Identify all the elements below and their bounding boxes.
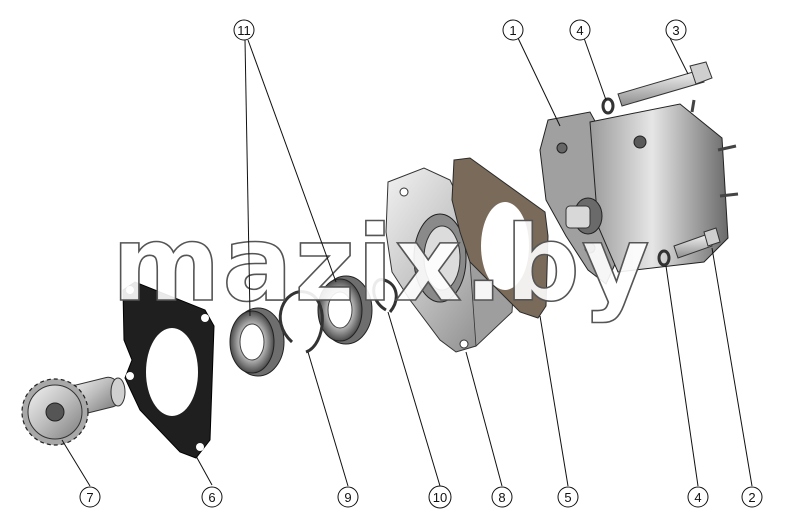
svg-text:11: 11 xyxy=(237,23,251,38)
callout-8: 8 xyxy=(491,486,513,508)
callout-9: 9 xyxy=(337,486,359,508)
callout-2: 2 xyxy=(741,486,763,508)
callout-6: 6 xyxy=(201,486,223,508)
circlip-part-10 xyxy=(372,278,398,313)
callout-3: 3 xyxy=(665,19,687,41)
callout-11: 11 xyxy=(233,19,255,41)
callout-10: 10 xyxy=(428,485,452,509)
svg-text:8: 8 xyxy=(498,490,505,505)
gasket-part-5 xyxy=(451,157,549,319)
svg-text:1: 1 xyxy=(509,23,516,38)
bolt-part-2 xyxy=(673,227,721,259)
svg-text:2: 2 xyxy=(748,490,755,505)
svg-text:9: 9 xyxy=(344,490,351,505)
svg-text:10: 10 xyxy=(433,490,447,505)
leader-lines xyxy=(61,37,753,487)
svg-text:4: 4 xyxy=(694,490,701,505)
callout-7: 7 xyxy=(79,486,101,508)
bolt-part-3 xyxy=(617,61,713,107)
callout-1: 1 xyxy=(502,19,524,41)
callout-5: 5 xyxy=(557,486,579,508)
svg-text:5: 5 xyxy=(564,490,571,505)
svg-text:3: 3 xyxy=(672,23,679,38)
gasket-part-6 xyxy=(122,281,215,459)
svg-text:7: 7 xyxy=(86,490,93,505)
pump-body-part-1 xyxy=(539,99,739,285)
bearing-part-11-right xyxy=(317,275,373,345)
washer-part-4-bottom xyxy=(657,249,671,267)
svg-text:4: 4 xyxy=(576,23,583,38)
bearing-part-11-left xyxy=(229,307,285,377)
gear-shaft-part-7 xyxy=(21,376,126,446)
circlip-part-9 xyxy=(278,290,324,354)
watermark-text: mazix.by xyxy=(112,203,652,325)
svg-text:6: 6 xyxy=(208,490,215,505)
callout-4-top: 4 xyxy=(569,19,591,41)
callout-4-bottom: 4 xyxy=(687,486,709,508)
washer-part-4-top xyxy=(601,97,615,115)
